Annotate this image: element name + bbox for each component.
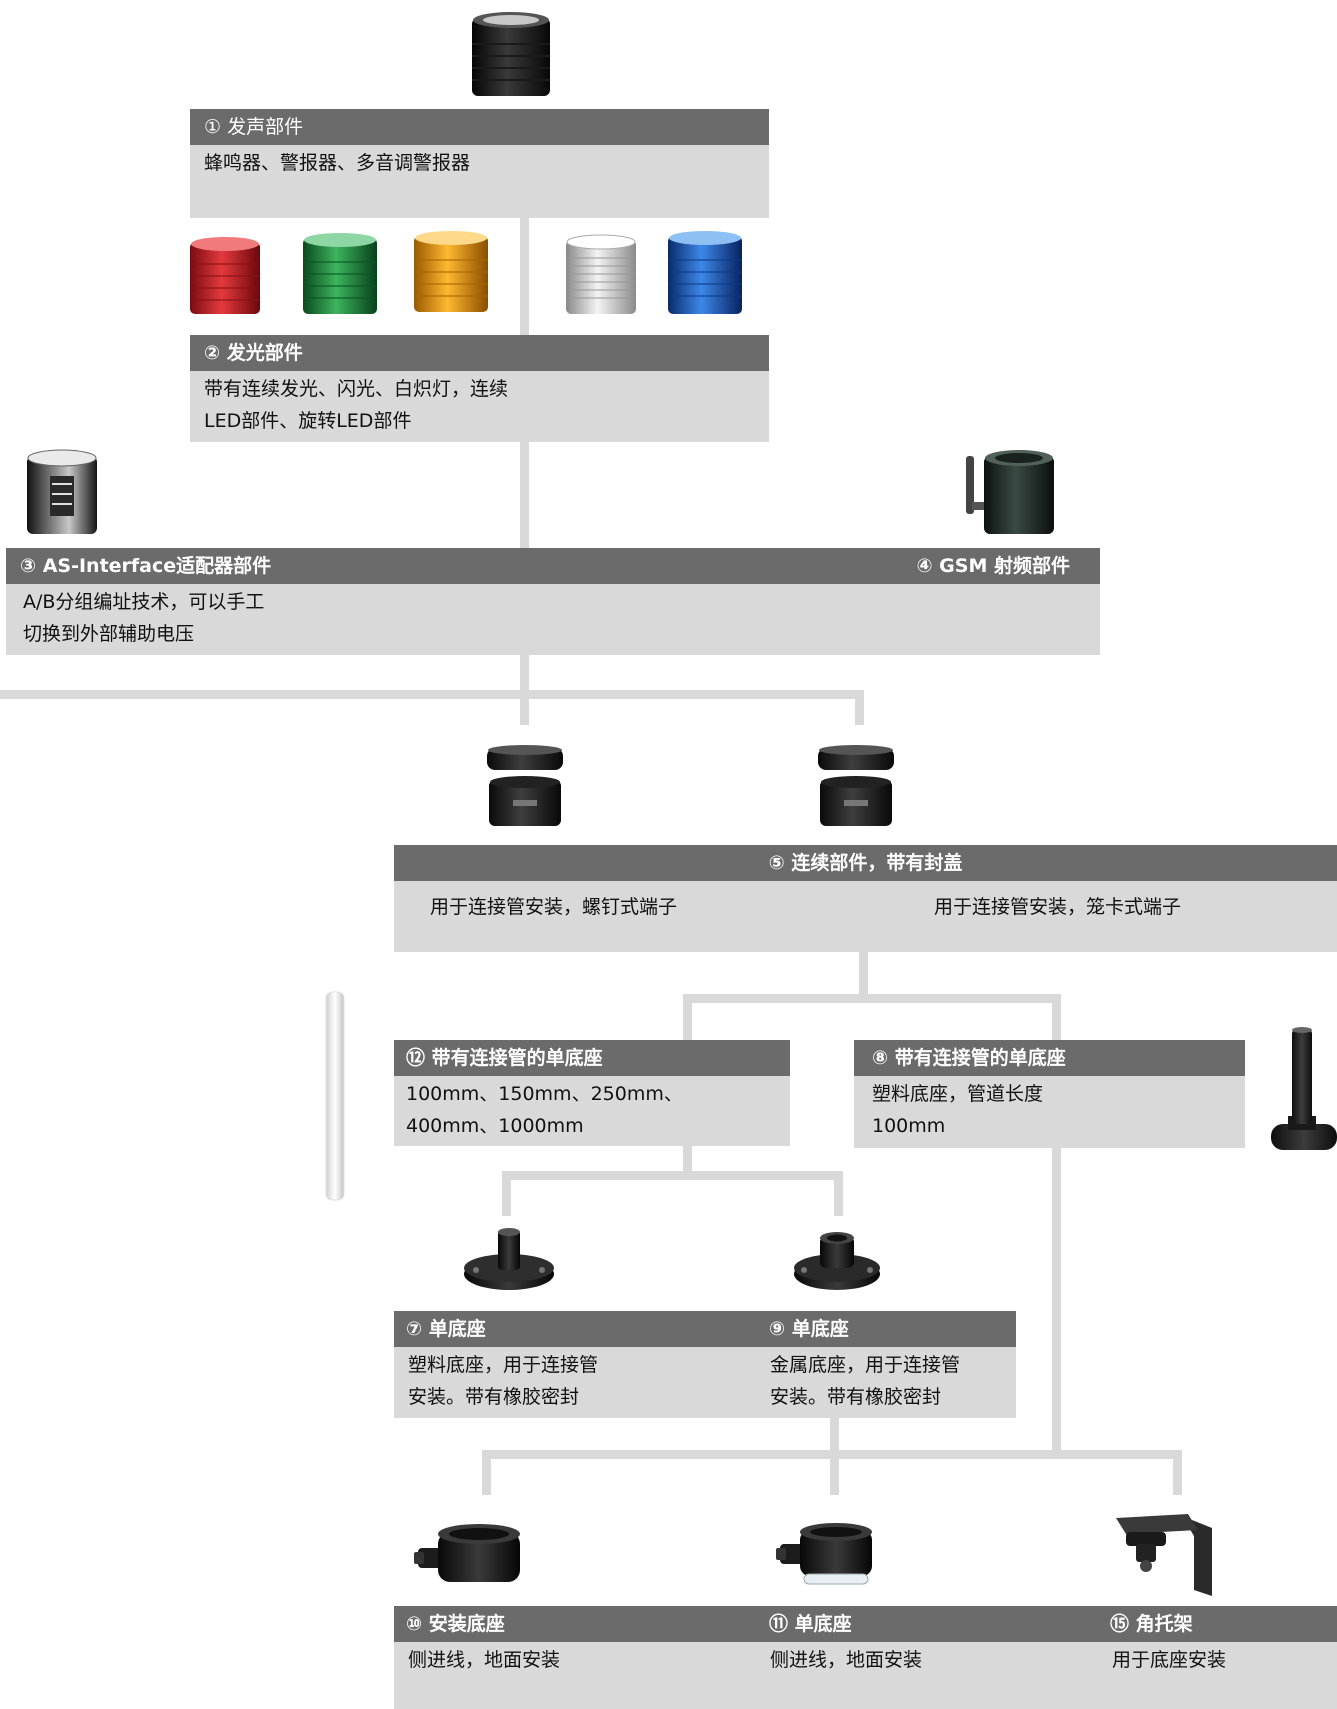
base11-title: ⑪ 单底座	[769, 1613, 852, 1635]
base7-title: ⑦ 单底座	[406, 1318, 486, 1340]
connection-module-cage-icon	[818, 745, 894, 826]
connector-line	[830, 1450, 839, 1495]
sound-module-title: ① 发声部件	[190, 109, 769, 145]
asi-adapter-desc-line1: A/B分组编址技术，可以手工	[23, 591, 265, 613]
connector-line	[855, 690, 864, 725]
base10-title: ⑩ 安装底座	[406, 1613, 505, 1635]
base8-box: ⑧ 带有连接管的单底座 塑料底座，管道长度 100mm	[854, 1040, 1245, 1148]
bracket15-desc: 用于底座安装	[1112, 1649, 1227, 1671]
connector-line	[520, 442, 529, 548]
asi-adapter-icon	[27, 449, 97, 534]
gsm-module-icon	[966, 450, 1054, 534]
base8-desc-line2: 100mm	[872, 1115, 946, 1137]
light-module-red-icon	[190, 237, 260, 314]
metal-base-icon	[794, 1232, 880, 1290]
base9-title: ⑨ 单底座	[769, 1318, 849, 1340]
mounting-base-icon	[414, 1524, 520, 1582]
connector-line	[834, 1171, 843, 1216]
light-module-green-icon	[303, 233, 377, 314]
connector-line	[683, 994, 1061, 1003]
connector-line	[1052, 994, 1061, 1040]
base11-desc: 侧进线，地面安装	[770, 1649, 923, 1671]
connector-line	[683, 1146, 692, 1176]
sound-module-desc: 蜂鸣器、警报器、多音调警报器	[204, 152, 471, 174]
light-module-orange-icon	[414, 231, 488, 312]
sound-module-box: ① 发声部件 蜂鸣器、警报器、多音调警报器	[190, 109, 769, 218]
connection-module-desc-screw: 用于连接管安装，螺钉式端子	[430, 896, 678, 918]
light-module-white-icon	[566, 234, 636, 314]
connector-line	[520, 200, 529, 335]
base12-desc-line1: 100mm、150mm、250mm、	[406, 1083, 683, 1105]
light-module-desc-line2: LED部件、旋转LED部件	[204, 410, 412, 432]
connection-module-box: ⑤ 连续部件，带有封盖 用于连接管安装，螺钉式端子 用于连接管安装，笼卡式端子	[394, 845, 1337, 952]
base10-desc: 侧进线，地面安装	[408, 1649, 561, 1671]
connector-line	[502, 1171, 843, 1180]
base12-title: ⑫ 带有连接管的单底座	[406, 1047, 603, 1069]
base-with-tube-icon	[1271, 1027, 1337, 1150]
asi-adapter-desc-line2: 切换到外部辅助电压	[23, 623, 195, 645]
plastic-base-icon	[464, 1228, 554, 1290]
base7-desc-line2: 安装。带有橡胶密封	[408, 1386, 580, 1408]
connector-line	[1173, 1450, 1182, 1495]
gsm-module-title: ④ GSM 射频部件	[916, 555, 1070, 577]
connector-line	[1052, 1148, 1061, 1452]
angle-bracket-icon	[1116, 1514, 1212, 1596]
base8-desc-line1: 塑料底座，管道长度	[872, 1083, 1044, 1105]
connection-module-desc-cage: 用于连接管安装，笼卡式端子	[934, 896, 1182, 918]
light-module-desc-line1: 带有连续发光、闪光、白炽灯，连续	[204, 378, 509, 400]
connection-module-title: ⑤ 连续部件，带有封盖	[768, 852, 963, 874]
light-module-title: ② 发光部件	[204, 342, 303, 364]
light-module-box: ② 发光部件 带有连续发光、闪光、白炽灯，连续 LED部件、旋转LED部件	[190, 335, 769, 442]
tube-icon	[325, 991, 345, 1201]
connector-line	[859, 952, 868, 998]
asi-adapter-title: ③ AS-Interface适配器部件	[20, 555, 272, 577]
base12-desc-line2: 400mm、1000mm	[406, 1115, 584, 1137]
base7-desc-line1: 塑料底座，用于连接管	[408, 1354, 599, 1376]
connector-line	[830, 1418, 839, 1452]
base12-box: ⑫ 带有连接管的单底座 100mm、150mm、250mm、 400mm、100…	[394, 1040, 790, 1146]
base8-title: ⑧ 带有连接管的单底座	[872, 1047, 1066, 1069]
asi-gsm-box: ③ AS-Interface适配器部件 ④ GSM 射频部件 A/B分组编址技术…	[6, 548, 1100, 655]
connector-line	[482, 1450, 491, 1495]
single-base-icon	[776, 1523, 872, 1585]
base7-9-box: ⑦ 单底座 ⑨ 单底座 塑料底座，用于连接管 安装。带有橡胶密封 金属底座，用于…	[394, 1311, 1016, 1418]
light-module-blue-icon	[668, 231, 742, 314]
bottom-bases-box: ⑩ 安装底座 ⑪ 单底座 ⑮ 角托架 侧进线，地面安装 侧进线，地面安装 用于底…	[394, 1606, 1337, 1709]
connector-line	[683, 994, 692, 1040]
connection-module-screw-icon	[487, 745, 563, 826]
base9-desc-line1: 金属底座，用于连接管	[770, 1354, 961, 1376]
connector-line	[0, 690, 864, 699]
base9-desc-line2: 安装。带有橡胶密封	[770, 1386, 942, 1408]
buzzer-module-icon	[472, 12, 550, 96]
bracket15-title: ⑮ 角托架	[1110, 1613, 1193, 1635]
connector-line	[502, 1171, 511, 1216]
